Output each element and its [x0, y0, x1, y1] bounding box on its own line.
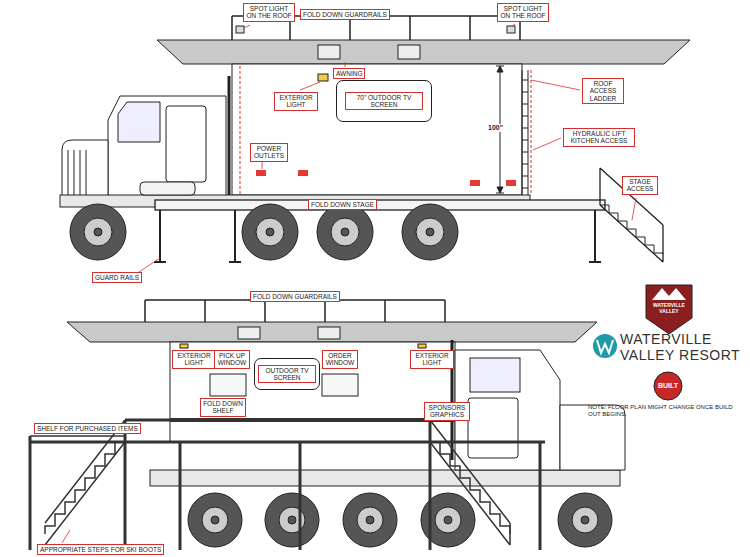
callout-text: EXTERIOR LIGHT: [413, 352, 451, 367]
callout-text: EXTERIOR LIGHT: [175, 352, 213, 367]
callout-box: FOLD DOWN STAGE: [308, 199, 377, 210]
logo-built-text: BUILT: [655, 382, 681, 390]
callout-text: FOLD DOWN SHELF: [203, 400, 243, 415]
callout-text: POWER OUTLETS: [253, 145, 285, 160]
callout-box: EXTERIOR LIGHT: [172, 350, 216, 369]
callout-text: ROOF ACCESS LADDER: [585, 80, 621, 102]
callout-text: SPOT LIGHT ON THE ROOF: [500, 5, 546, 20]
resort-name: WATERVILLE VALLEY RESORT: [620, 331, 744, 363]
note-text: NOTE: FLOOR PLAN MIGHT CHANGE ONCE BUILD…: [588, 404, 744, 418]
callout-box: GUARD RAILS: [92, 272, 142, 283]
callout-box: FOLD DOWN SHELF: [200, 398, 246, 417]
callout-text: FOLD DOWN STAGE: [311, 201, 374, 208]
callout-text: FOLD DOWN GUARDRAILS: [303, 11, 387, 18]
callout-box: EXTERIOR LIGHT: [274, 92, 318, 111]
callout-box: SPONSORS GRAPHICS: [424, 402, 470, 421]
callout-text: SPOT LIGHT ON THE ROOF: [246, 5, 292, 20]
callout-text: STAGE ACCESS: [625, 178, 655, 193]
callout-text: 70" OUTDOOR TV SCREEN: [345, 92, 423, 111]
callout-text: HYDRAULIC LIFT KITCHEN ACCESS: [566, 130, 632, 145]
callout-text: APPROPRIATE STEPS FOR SKI BOOTS: [40, 546, 161, 553]
callout-text: ORDER WINDOW: [325, 352, 355, 367]
tv-screen-box: 70" OUTDOOR TV SCREEN: [336, 80, 432, 122]
logo-badge-text: WATERVILLE VALLEY: [649, 303, 689, 315]
callout-text: GUARD RAILS: [95, 274, 139, 281]
callout-box: EXTERIOR LIGHT: [410, 350, 454, 369]
callout-box: SPOT LIGHT ON THE ROOF: [243, 3, 295, 22]
callout-box: SHELF FOR PURCHASED ITEMS: [34, 423, 141, 434]
callout-box: FOLD DOWN GUARDRAILS: [300, 9, 390, 20]
callout-text: OUTDOOR TV SCREEN: [258, 365, 316, 384]
callout-box: ORDER WINDOW: [322, 350, 358, 369]
callout-box: APPROPRIATE STEPS FOR SKI BOOTS: [37, 544, 164, 555]
callout-box: AWNING: [333, 68, 365, 79]
callout-box: POWER OUTLETS: [250, 143, 288, 162]
callout-text: AWNING: [336, 70, 362, 77]
callout-text: PICK UP WINDOW: [217, 352, 247, 367]
callout-text: FOLD DOWN GUARDRAILS: [253, 293, 337, 300]
callout-box: PICK UP WINDOW: [214, 350, 250, 369]
dimension-label: 100": [487, 124, 504, 132]
callout-text: SPONSORS GRAPHICS: [427, 404, 467, 419]
callout-box: SPOT LIGHT ON THE ROOF: [497, 3, 549, 22]
callout-box: ROOF ACCESS LADDER: [582, 78, 624, 104]
callout-box: STAGE ACCESS: [622, 176, 658, 195]
callout-box: HYDRAULIC LIFT KITCHEN ACCESS: [563, 128, 635, 147]
tv-screen-box: OUTDOOR TV SCREEN: [254, 358, 320, 390]
callout-text: SHELF FOR PURCHASED ITEMS: [37, 425, 138, 432]
callout-text: EXTERIOR LIGHT: [277, 94, 315, 109]
callout-box: FOLD DOWN GUARDRAILS: [250, 291, 340, 302]
